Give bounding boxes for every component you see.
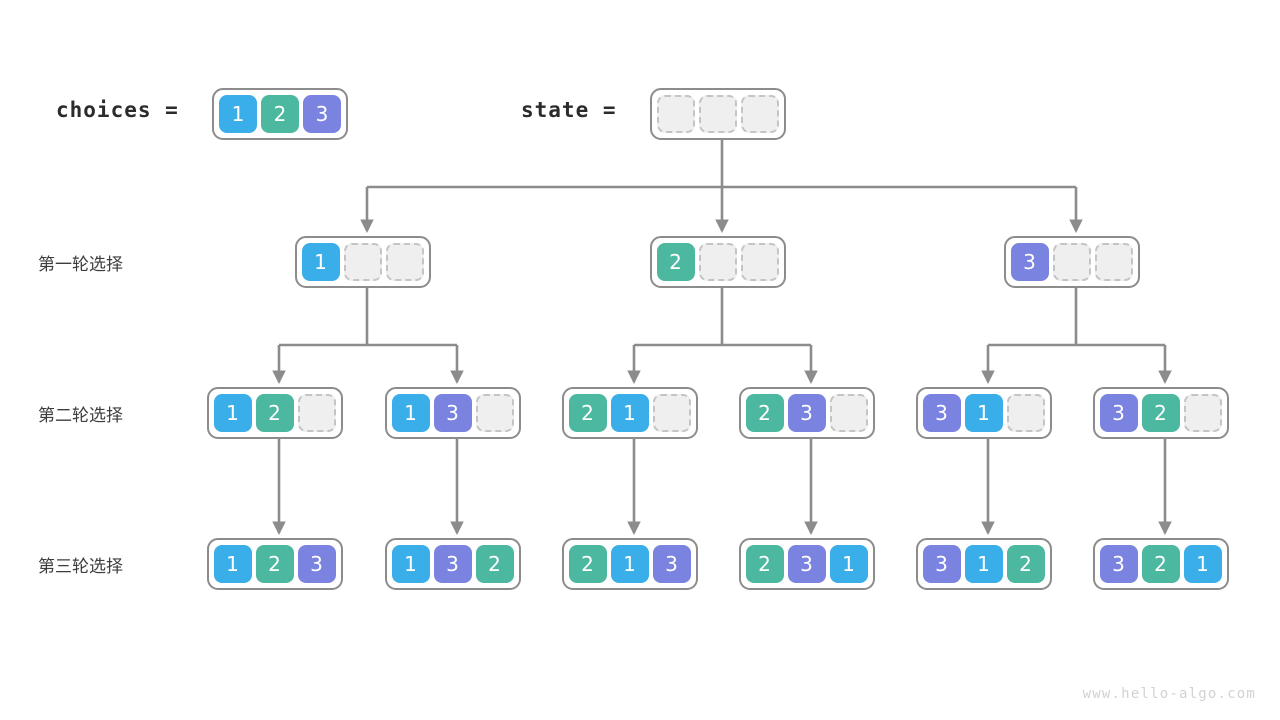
node-round2-5-cell-0: 3 — [1099, 394, 1138, 432]
state-empty-cell-0 — [657, 95, 695, 133]
node-round3-2-cell-0: 2 — [568, 545, 607, 583]
node-round3-1-cell-2: 2 — [475, 545, 514, 583]
node-round3-3-cell-0: 2 — [745, 545, 784, 583]
node-round3-3-cell-1: 3 — [787, 545, 826, 583]
node-round3-3-cell-2: 1 — [829, 545, 868, 583]
node-round2-5-empty-cell-2 — [1183, 394, 1222, 432]
node-round2-3-cell-1: 3 — [787, 394, 826, 432]
node-round1-0-cell-0: 1 — [301, 243, 340, 281]
node-round2-5-cell-1: 2 — [1141, 394, 1180, 432]
node-round2-3-empty-cell-2 — [829, 394, 868, 432]
node-round3-4-cell-2: 2 — [1006, 545, 1045, 583]
node-round2-0-cell-0: 1 — [213, 394, 252, 432]
node-round3-4-cell-0: 3 — [922, 545, 961, 583]
node-round1-0-empty-cell-2 — [385, 243, 424, 281]
choices-cell-2: 3 — [303, 95, 341, 133]
node-round2-2-empty-cell-2 — [652, 394, 691, 432]
node-round1-2-cell-0: 3 — [1010, 243, 1049, 281]
node-round2-4-cell-1: 1 — [964, 394, 1003, 432]
node-round2-0-empty-cell-2 — [297, 394, 336, 432]
node-round1-1-empty-cell-2 — [740, 243, 779, 281]
node-round2-4-cell-0: 3 — [922, 394, 961, 432]
state-empty-cell-2 — [741, 95, 779, 133]
node-round1-2: 3 — [1003, 236, 1140, 288]
node-round3-5-cell-2: 1 — [1183, 545, 1222, 583]
node-round2-2-cell-1: 1 — [610, 394, 649, 432]
row-label-round-3: 第三轮选择 — [38, 557, 123, 577]
node-round3-0-cell-2: 3 — [297, 545, 336, 583]
node-round3-5-cell-1: 2 — [1141, 545, 1180, 583]
row-label-round-2: 第二轮选择 — [38, 406, 123, 426]
node-round2-3-cell-0: 2 — [745, 394, 784, 432]
state-label: state = — [521, 98, 617, 122]
choices-label: choices = — [56, 98, 179, 122]
watermark: www.hello-algo.com — [1082, 686, 1256, 702]
node-round3-0-cell-0: 1 — [213, 545, 252, 583]
node-round3-2-cell-2: 3 — [652, 545, 691, 583]
node-round2-2-cell-0: 2 — [568, 394, 607, 432]
node-round1-1: 2 — [649, 236, 786, 288]
node-round2-1-cell-0: 1 — [391, 394, 430, 432]
node-round2-4-empty-cell-2 — [1006, 394, 1045, 432]
node-round2-0-cell-1: 2 — [255, 394, 294, 432]
node-round1-2-empty-cell-2 — [1094, 243, 1133, 281]
node-round3-0-cell-1: 2 — [255, 545, 294, 583]
node-round2-1-cell-1: 3 — [433, 394, 472, 432]
node-round3-1-cell-1: 3 — [433, 545, 472, 583]
choices-cell-0: 1 — [219, 95, 257, 133]
choices-cell-1: 2 — [261, 95, 299, 133]
node-round3-2-cell-1: 1 — [610, 545, 649, 583]
node-round2-1-empty-cell-2 — [475, 394, 514, 432]
row-label-round-1: 第一轮选择 — [38, 255, 123, 275]
node-round1-0-empty-cell-1 — [343, 243, 382, 281]
node-round3-4-cell-1: 1 — [964, 545, 1003, 583]
state-array — [650, 88, 786, 140]
node-round1-2-empty-cell-1 — [1052, 243, 1091, 281]
node-round1-1-empty-cell-1 — [698, 243, 737, 281]
node-round1-0: 1 — [294, 236, 431, 288]
node-round1-1-cell-0: 2 — [656, 243, 695, 281]
node-round3-1-cell-0: 1 — [391, 545, 430, 583]
node-round3-5-cell-0: 3 — [1099, 545, 1138, 583]
state-empty-cell-1 — [699, 95, 737, 133]
